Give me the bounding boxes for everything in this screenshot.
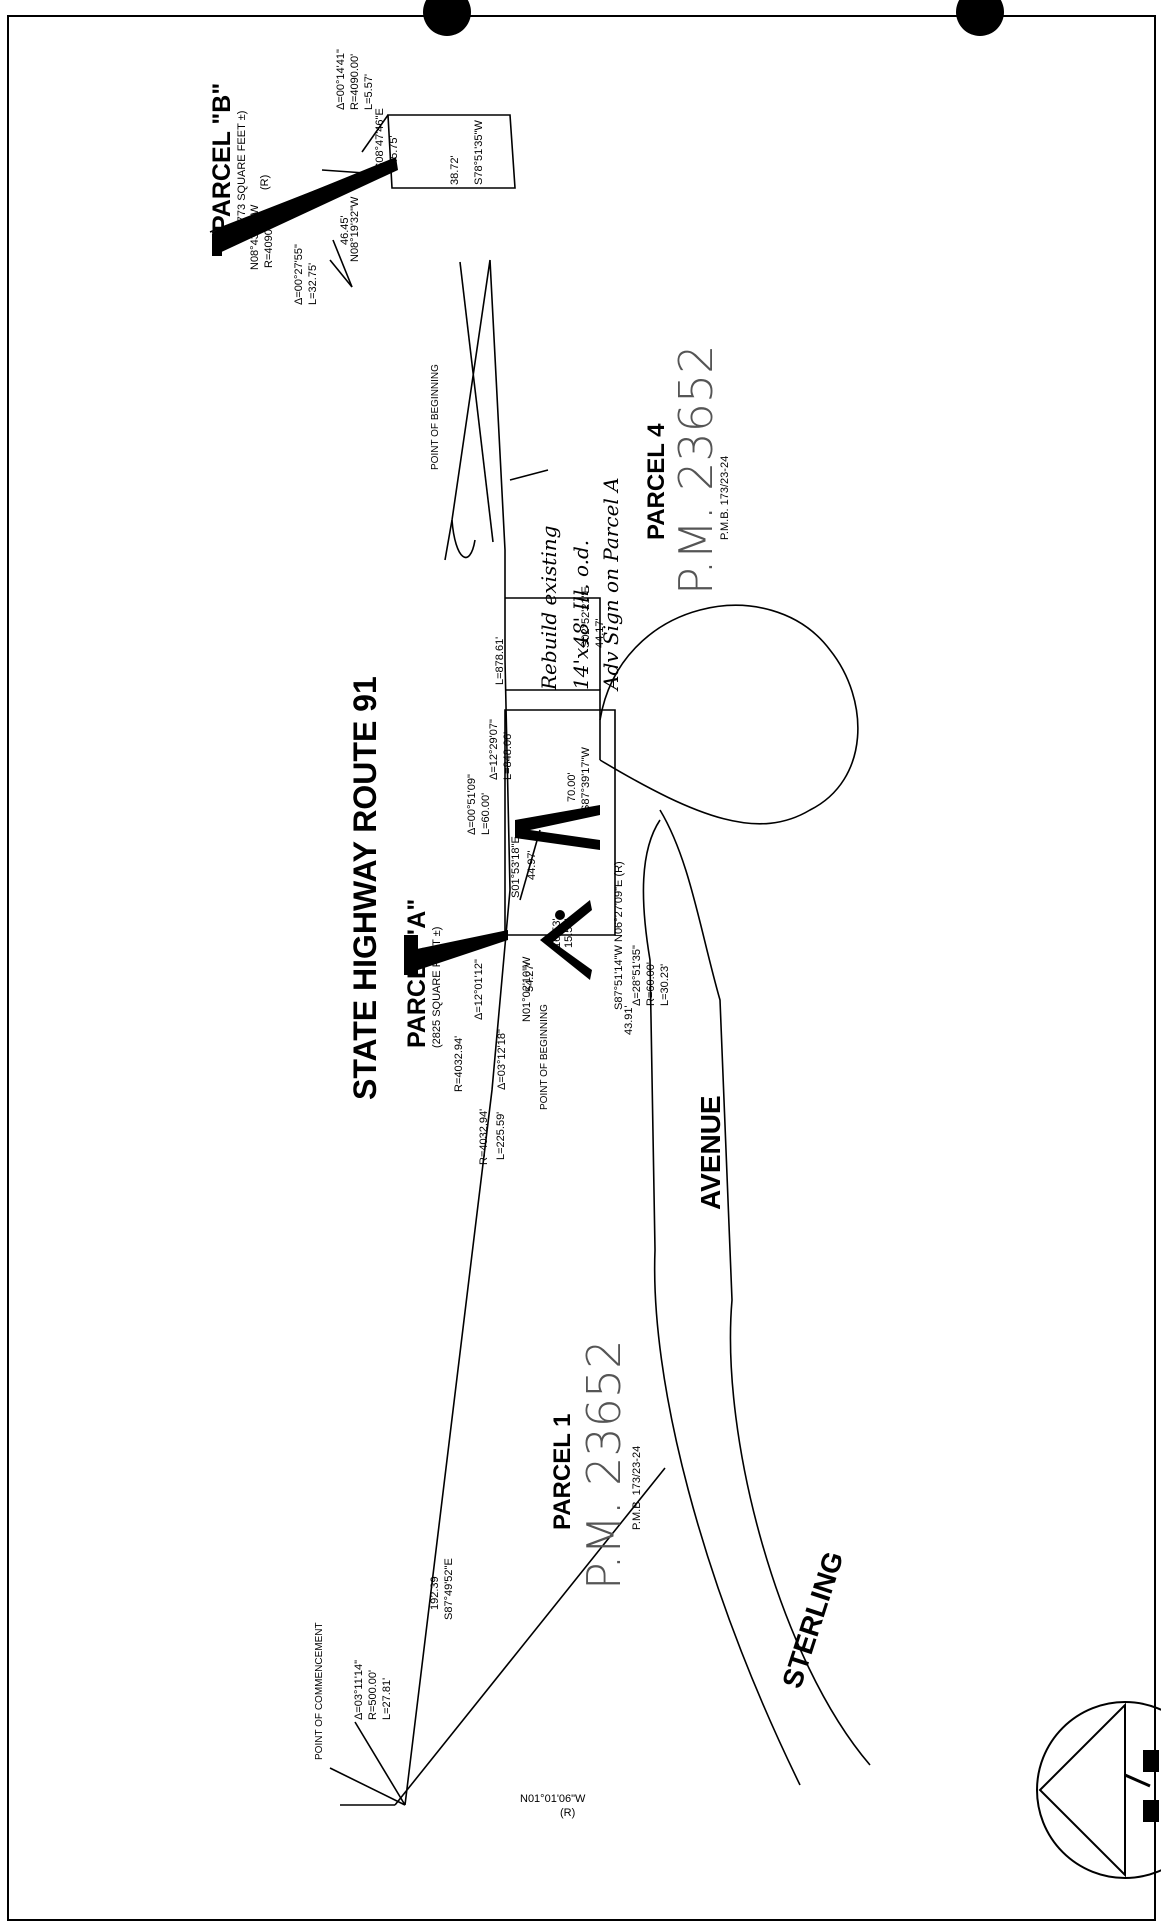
- hand-line-1: Rebuild existing: [537, 526, 561, 691]
- pb-d-bot: 46.45': [339, 215, 351, 245]
- curve-ave-d: Δ=28°51'35": [631, 945, 643, 1006]
- pb-pob: POINT OF BEGINNING: [430, 364, 441, 470]
- parcel-1-title: PARCEL 1: [549, 1414, 576, 1530]
- curve-ave-r: R=60.00': [645, 962, 657, 1006]
- pb-d-top: 45.75': [388, 135, 400, 165]
- parcel-b-area: (1773 SQUARE FEET ±): [236, 111, 248, 232]
- parcel-4-title: PARCEL 4: [643, 423, 670, 540]
- v-sign-1: [515, 805, 600, 850]
- curve-ave-l: L=30.23': [659, 964, 671, 1006]
- dist-5427: 54.27': [524, 962, 536, 992]
- parcel-a-title: PARCEL "A": [403, 899, 431, 1048]
- binder-hole-right: [956, 0, 1004, 36]
- pb-b-bot: N08°19'32"W: [349, 196, 361, 262]
- parcel-a-pob: POINT OF BEGINNING: [539, 1004, 550, 1110]
- bearing-s02: S02°52'21"E: [580, 586, 592, 648]
- parcel-a-r2: R=4032.94': [478, 1109, 490, 1165]
- handwritten-note: Rebuild existing 14'x48' Ill. o.d. Adv S…: [537, 477, 623, 692]
- parcel-4-pm: P.M. 23652: [669, 345, 723, 595]
- curve-mid-l: L=848.06': [502, 732, 514, 780]
- street-label-avenue: AVENUE: [695, 1095, 726, 1210]
- pb-b-top: S08°47'46"E: [374, 108, 386, 170]
- parcel-a-d1: Δ=12°01'12": [473, 959, 485, 1020]
- hand-line-2: 14'x48' Ill. o.d.: [569, 540, 593, 690]
- pb-curve-l: L=5.57': [363, 74, 375, 110]
- bearing-n01: N01°02'10"W: [521, 956, 533, 1022]
- parcel-a-l2: L=225.59': [495, 1112, 507, 1160]
- parcel-1-pm: P.M. 23652: [577, 1340, 631, 1590]
- commence-d: Δ=03°11'14": [353, 1660, 365, 1720]
- commence-r: R=500.00': [367, 1670, 379, 1720]
- pb-curve2-l: L=32.75': [307, 263, 319, 305]
- pb-d-side: 38.72': [449, 155, 461, 185]
- parcel-a-d2: Δ=03°12'18": [496, 1029, 508, 1090]
- commence-bearing: S87°49'52"E: [443, 1558, 455, 1620]
- r-note: N06°27'09"E (R): [613, 861, 625, 942]
- parcel-4-pmb: P.M.B. 173/23-24: [719, 456, 731, 540]
- pb-b-n08: N08°43'05"W: [249, 204, 261, 270]
- bearing-s87b: S87°39'17"W: [580, 747, 592, 812]
- l-long: L=878.61': [494, 637, 506, 685]
- hand-line-3: Adv Sign on Parcel A: [599, 477, 623, 692]
- pb-curve-r: R=4090.00': [349, 54, 361, 110]
- pb-curve2-d: Δ=00°27'55": [293, 244, 305, 305]
- commence-bottom-r: (R): [560, 1807, 575, 1819]
- boundary-lines: [209, 114, 871, 1806]
- bearing-s87: S87°51'14"W: [613, 945, 625, 1010]
- parcel-a-sign: [412, 930, 508, 972]
- commence-bottom-bearing: N01°01'06"W: [520, 1793, 586, 1805]
- sign-markers: [212, 157, 600, 980]
- commence-dist: 192.39: [429, 1576, 441, 1610]
- parcel-a-area: (2825 SQUARE FEET ±): [431, 927, 443, 1048]
- curve-mid-d: Δ=12°29'07": [488, 719, 500, 780]
- pb-r-mark: (R): [259, 175, 271, 190]
- curve-top-l: L=60.00': [480, 793, 492, 835]
- dist-4497: 44.97': [526, 850, 538, 880]
- pb-b-side: S78°51'35"W: [473, 120, 485, 185]
- commence-label: POINT OF COMMENCEMENT: [314, 1622, 325, 1760]
- dist-1553: 15.53': [563, 918, 575, 948]
- commence-l: L=27.81': [381, 1678, 393, 1720]
- sheet-border: [7, 15, 1156, 1921]
- pb-curve-d: Δ=00°14'41": [335, 49, 347, 110]
- highway-label: STATE HIGHWAY ROUTE 91: [347, 676, 383, 1100]
- pb-r-lbl: R=4090.00': [263, 212, 275, 268]
- north-arrow: [1036, 1701, 1161, 1879]
- parcel-b-title: PARCEL "B": [208, 83, 236, 232]
- dist-1653: 16.53': [551, 918, 563, 948]
- bearing-s01: S01°53'18"E: [510, 836, 522, 898]
- dist-7000: 70.00': [566, 772, 578, 802]
- parcel-a-r1: R=4032.94': [453, 1036, 465, 1092]
- parcel-1-pmb: P.M.B. 173/23-24: [631, 1446, 643, 1530]
- v-sign-2: [540, 900, 592, 980]
- parcel-b-sign: [212, 157, 398, 255]
- curve-top-d: Δ=00°51'09": [466, 774, 478, 835]
- dist-4391: 43.91': [623, 1005, 635, 1035]
- binder-hole-left: [423, 0, 471, 36]
- dist-4417: 44.17': [594, 618, 606, 648]
